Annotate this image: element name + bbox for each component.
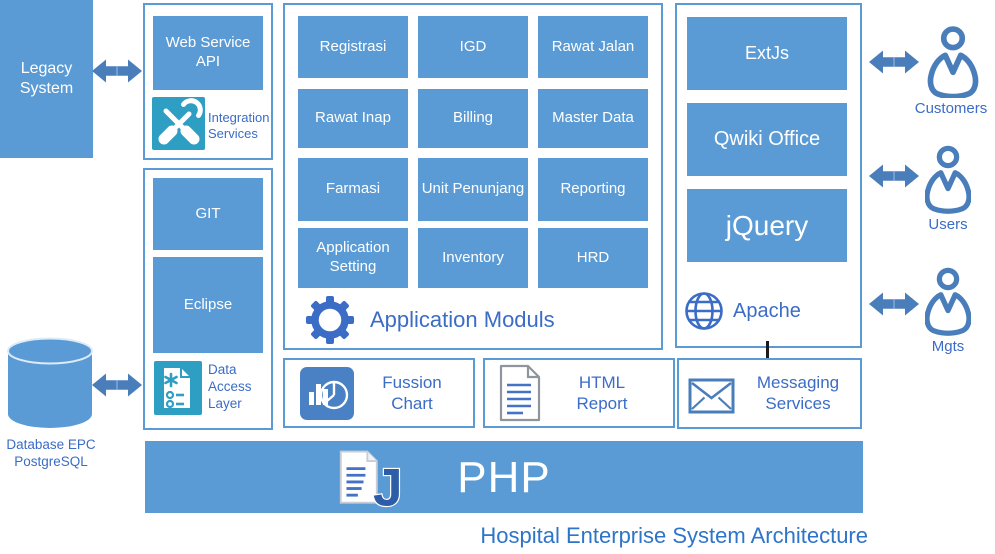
- web-service-api-box: Web Service API: [153, 16, 263, 90]
- arrow-customers-icon: [869, 49, 919, 75]
- php-script-icon: J: [337, 448, 409, 512]
- jquery-box: jQuery: [687, 189, 847, 262]
- integration-services-label: Integration Services: [208, 110, 270, 142]
- diagram-title: Hospital Enterprise System Architecture: [480, 523, 868, 548]
- customers-person-icon: [921, 26, 985, 98]
- database-label-line1: Database EPC: [6, 437, 96, 452]
- eclipse-box: Eclipse: [153, 257, 263, 353]
- html-report-label: HTML Report: [576, 372, 628, 413]
- fussion-chart-label: Fussion Chart: [382, 372, 442, 413]
- module-box: Master Data: [538, 89, 648, 148]
- integration-services-icon: [152, 97, 205, 150]
- qwiki-office-box: Qwiki Office: [687, 103, 847, 176]
- arrow-users-icon: [869, 163, 919, 189]
- svg-text:J: J: [373, 459, 403, 512]
- database-label-line2: PostgreSQL: [14, 453, 88, 469]
- module-box: IGD: [418, 16, 528, 78]
- database-label: Database EPC PostgreSQL: [0, 437, 102, 471]
- database-cylinder-icon: [6, 337, 94, 432]
- messaging-services-label: Messaging Services: [756, 372, 840, 413]
- users-label: Users: [928, 216, 968, 233]
- fussion-chart-icon: [300, 367, 354, 420]
- module-box: Application Setting: [298, 228, 408, 288]
- apache-label: Apache: [733, 300, 801, 322]
- users-person-icon: [925, 144, 971, 214]
- module-box: Unit Penunjang: [418, 158, 528, 221]
- extjs-box: ExtJs: [687, 17, 847, 90]
- module-box: Rawat Jalan: [538, 16, 648, 78]
- module-box: Rawat Inap: [298, 89, 408, 148]
- data-access-layer-label: Data Access Layer: [208, 362, 252, 411]
- customers-label: Customers: [914, 100, 988, 117]
- connector-line: [766, 341, 769, 359]
- arrow-mgts-icon: [869, 291, 919, 317]
- data-access-layer-icon: [154, 361, 202, 415]
- module-box: Inventory: [418, 228, 528, 288]
- module-box: Reporting: [538, 158, 648, 221]
- globe-icon: [684, 290, 724, 332]
- git-box: GIT: [153, 178, 263, 250]
- html-report-icon: [497, 364, 543, 422]
- module-box: Registrasi: [298, 16, 408, 78]
- php-bar: PHP: [145, 441, 863, 513]
- module-box: HRD: [538, 228, 648, 288]
- envelope-icon: [688, 378, 735, 414]
- module-box: Farmasi: [298, 158, 408, 221]
- application-moduls-caption: Application Moduls: [370, 307, 555, 332]
- mgts-person-icon: [925, 266, 971, 336]
- arrow-database-dal-icon: [92, 372, 142, 398]
- mgts-label: Mgts: [931, 338, 965, 355]
- gear-icon: [306, 296, 354, 344]
- legacy-system-box: Legacy System: [0, 0, 93, 158]
- module-box: Billing: [418, 89, 528, 148]
- arrow-legacy-webservice-icon: [92, 58, 142, 84]
